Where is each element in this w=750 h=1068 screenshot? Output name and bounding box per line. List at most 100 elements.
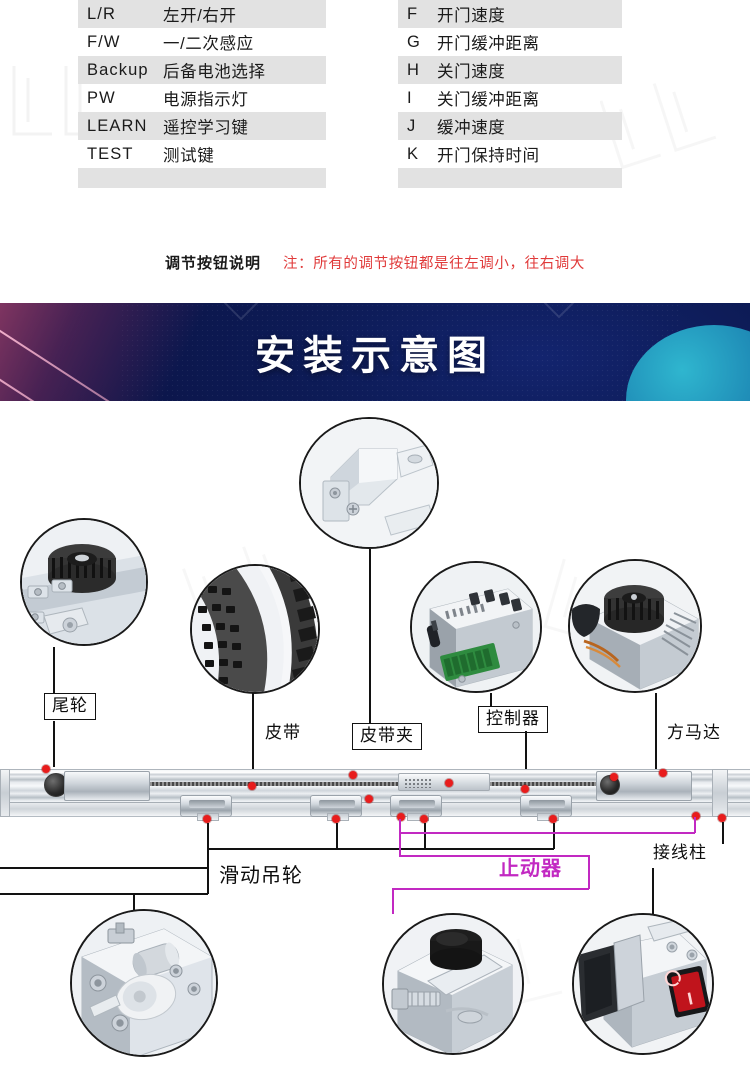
table-row: G 开门缓冲距离 xyxy=(398,28,622,56)
note-body: 注：所有的调节按钮都是往左调小，往右调大 xyxy=(283,256,585,272)
leader-line xyxy=(369,549,371,731)
leader-line xyxy=(207,848,554,850)
param-desc: 一/二次感应 xyxy=(163,35,254,53)
marker-dot xyxy=(397,813,405,821)
marker-dot xyxy=(549,815,557,823)
marker-dot xyxy=(692,812,700,820)
leader-line xyxy=(553,823,555,849)
leader-line xyxy=(207,848,209,868)
tail-wheel-pulley-photo xyxy=(20,518,148,646)
label-slide-hanger: 滑动吊轮 xyxy=(219,865,303,887)
table-row: I 关门缓冲距离 xyxy=(398,84,622,112)
terminal-switch-photo xyxy=(572,913,714,1055)
marker-dot xyxy=(659,769,667,777)
marker-dot xyxy=(521,785,529,793)
leader-line-stopper xyxy=(588,855,590,889)
adjustment-note: 调节按钮说明 注：所有的调节按钮都是往左调小，往右调大 xyxy=(0,252,750,273)
parameter-table-section: L/R 左开/右开 F/W 一/二次感应 Backup 后备电池选择 PW 电源… xyxy=(0,0,750,295)
label-square-motor: 方马达 xyxy=(667,723,721,742)
param-code: TEST xyxy=(87,144,134,163)
marker-dot xyxy=(718,814,726,822)
param-code: I xyxy=(407,88,413,107)
param-code: F/W xyxy=(87,32,121,51)
param-code: LEARN xyxy=(87,116,148,135)
parameter-column-left: L/R 左开/右开 F/W 一/二次感应 Backup 后备电池选择 PW 电源… xyxy=(78,0,326,250)
table-row: H 关门速度 xyxy=(398,56,622,84)
banner-glow xyxy=(0,303,260,401)
leader-line-stopper xyxy=(399,832,401,856)
leader-line xyxy=(424,823,426,849)
marker-dot xyxy=(332,815,340,823)
slide-hanger-carriage xyxy=(520,795,572,821)
table-row: TEST 测试键 xyxy=(78,140,326,168)
param-desc: 开门速度 xyxy=(437,7,506,25)
table-row-spacer xyxy=(398,168,622,188)
label-belt-clamp: 皮带夹 xyxy=(352,723,422,751)
stopper-bumper-photo xyxy=(382,913,524,1055)
param-desc: 关门缓冲距离 xyxy=(437,91,540,109)
door-operator-rail-assembly xyxy=(0,769,750,821)
marker-dot xyxy=(365,795,373,803)
param-desc: 后备电池选择 xyxy=(163,63,266,81)
label-belt: 皮带 xyxy=(265,723,301,742)
leader-line xyxy=(722,822,724,844)
rail-end-cap xyxy=(712,769,728,817)
slide-hanger-carriage xyxy=(310,795,362,821)
controller-unit-photo xyxy=(410,561,542,693)
leader-line xyxy=(652,868,654,928)
param-desc: 左开/右开 xyxy=(163,7,237,25)
tail-bracket-unit xyxy=(64,771,150,801)
table-row: Backup 后备电池选择 xyxy=(78,56,326,84)
param-desc: 开门缓冲距离 xyxy=(437,35,540,53)
leader-line xyxy=(0,893,208,895)
drive-belt xyxy=(56,782,666,786)
leader-line xyxy=(53,721,55,767)
table-row: PW 电源指示灯 xyxy=(78,84,326,112)
param-code: G xyxy=(407,32,421,51)
parameter-column-right: F 开门速度 G 开门缓冲距离 H 关门速度 I 关门缓冲距离 J 缓冲速度 xyxy=(398,0,622,250)
marker-dot xyxy=(248,782,256,790)
slide-hanger-roller-photo xyxy=(70,909,218,1057)
marker-dot xyxy=(420,815,428,823)
marker-dot xyxy=(42,765,50,773)
param-desc: 开门保持时间 xyxy=(437,147,540,165)
table-row: J 缓冲速度 xyxy=(398,112,622,140)
table-row: F/W 一/二次感应 xyxy=(78,28,326,56)
param-code: F xyxy=(407,4,419,23)
leader-line-stopper xyxy=(694,817,696,833)
controller-vents xyxy=(404,778,432,788)
marker-dot xyxy=(203,815,211,823)
marker-dot xyxy=(610,773,618,781)
param-code: Backup xyxy=(87,60,149,79)
leader-line-stopper xyxy=(392,888,394,914)
parameter-table: L/R 左开/右开 F/W 一/二次感应 Backup 后备电池选择 PW 电源… xyxy=(0,0,750,250)
leader-line-stopper xyxy=(392,888,589,890)
timing-belt-photo xyxy=(190,564,320,694)
belt-clamp-bracket-photo xyxy=(299,417,439,549)
rail-lower-channel xyxy=(0,803,750,817)
slide-hanger-carriage xyxy=(390,795,442,821)
param-code: L/R xyxy=(87,4,116,23)
param-code: H xyxy=(407,60,421,79)
rail-end-cap xyxy=(0,769,10,817)
leader-line xyxy=(207,823,209,849)
installation-diagram: 尾轮 皮带 皮带夹 控制器 方马达 xyxy=(0,401,750,1068)
leader-line-stopper xyxy=(399,855,589,857)
param-desc: 遥控学习键 xyxy=(163,119,249,137)
param-code: K xyxy=(407,144,420,163)
param-code: J xyxy=(407,116,417,135)
leader-line-stopper xyxy=(399,832,695,834)
label-tail-wheel: 尾轮 xyxy=(44,693,96,721)
leader-line xyxy=(207,867,209,894)
leader-line xyxy=(525,731,527,769)
param-desc: 缓冲速度 xyxy=(437,119,506,137)
leader-line xyxy=(490,693,492,706)
label-stopper: 止动器 xyxy=(499,858,562,880)
table-row: LEARN 遥控学习键 xyxy=(78,112,326,140)
leader-line xyxy=(655,693,657,769)
square-motor-photo xyxy=(568,559,702,693)
marker-dot xyxy=(349,771,357,779)
leader-line xyxy=(53,647,55,693)
table-row: F 开门速度 xyxy=(398,0,622,28)
